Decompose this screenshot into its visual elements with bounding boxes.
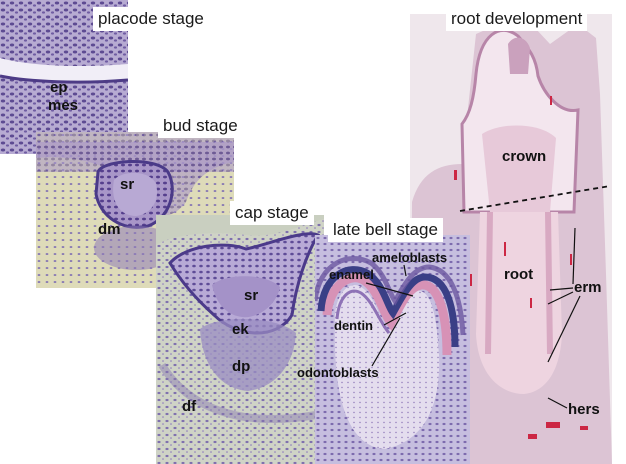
- cap-stage-image: [156, 215, 324, 464]
- bud-stage-image: [36, 132, 234, 288]
- root-development-panel: [410, 14, 612, 464]
- cap-label-df: df: [182, 398, 197, 415]
- cap-stage-panel: [156, 215, 324, 464]
- placode-label-ep: ep: [50, 79, 68, 96]
- cap-label-dp: dp: [232, 358, 251, 375]
- root-label-crown: crown: [502, 148, 547, 165]
- root-label-erm: erm: [574, 279, 602, 296]
- root-label-hers: hers: [568, 401, 600, 418]
- root-development-title: root development: [446, 7, 588, 31]
- placode-label-mes: mes: [48, 97, 79, 114]
- bud-label-sr: sr: [120, 176, 135, 193]
- bud-stage-title: bud stage: [158, 114, 243, 138]
- late-bell-stage-panel: [315, 235, 470, 464]
- cap-label-sr: sr: [244, 287, 259, 304]
- bud-label-dm: dm: [98, 221, 121, 238]
- placode-stage-title: placode stage: [93, 7, 209, 31]
- late-bell-label-enamel: enamel: [329, 267, 374, 282]
- cap-stage-title: cap stage: [230, 201, 314, 225]
- bud-stage-panel: [36, 132, 234, 288]
- late-bell-stage-image: [315, 235, 470, 464]
- root-development-image: [410, 14, 612, 464]
- late-bell-stage-title: late bell stage: [328, 218, 443, 242]
- cap-label-ek: ek: [232, 321, 249, 338]
- late-bell-label-ameloblasts: ameloblasts: [372, 250, 448, 265]
- late-bell-label-dentin: dentin: [334, 318, 373, 333]
- root-label-root: root: [504, 266, 534, 283]
- late-bell-label-odontoblasts: odontoblasts: [297, 365, 379, 380]
